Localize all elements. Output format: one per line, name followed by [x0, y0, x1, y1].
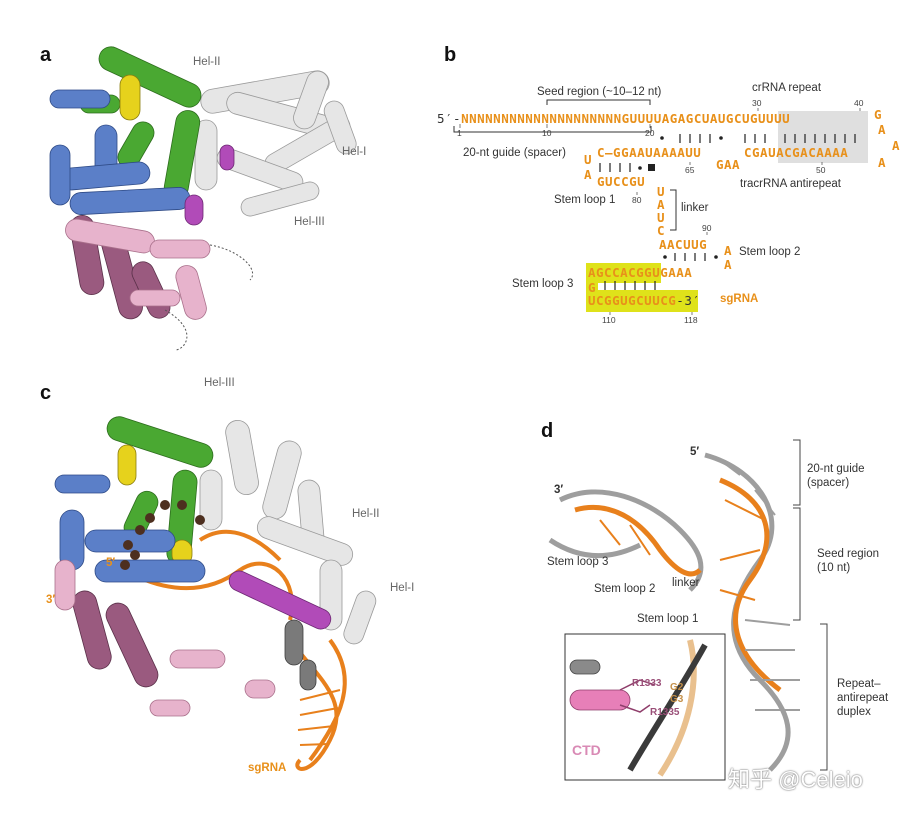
- label-tracrrna: tracrRNA antirepeat: [740, 178, 841, 190]
- num-40: 40: [854, 98, 864, 108]
- label-hel2-a: Hel-II: [193, 56, 221, 68]
- label-sgrna-b: sgRNA: [720, 293, 759, 305]
- seq-mid-a2: A: [584, 167, 593, 182]
- num-30: 30: [752, 98, 762, 108]
- num-10: 10: [542, 128, 552, 138]
- label-g2: G2: [670, 682, 684, 693]
- seq-top-rest: GUUUUAGAGCUA: [621, 111, 718, 126]
- label-ctd: CTD: [572, 742, 601, 758]
- label-seed2-d: (10 nt): [817, 562, 851, 574]
- label-r1335: R1335: [650, 707, 680, 718]
- label-g3: G3: [670, 694, 684, 705]
- seq-sl3-top: AGCCACGGUGAAA: [588, 265, 693, 280]
- panel-letter-c: c: [40, 382, 52, 404]
- seq-top: 5′-NNNNNNNNNNNNNNNNNNNNGUUUUAGAGCUAUGCUG…: [437, 111, 790, 126]
- seq-linker-c: C: [657, 223, 666, 238]
- label-hel3-c: Hel-III: [204, 377, 235, 389]
- seq-loop-a3: A: [878, 155, 887, 170]
- seq-sl3-suffix: -3′: [676, 293, 701, 308]
- label-seed-region: Seed region (~10–12 nt): [537, 86, 662, 98]
- label-stem-loop-2: Stem loop 2: [739, 246, 801, 258]
- seq-loop-a2: A: [892, 138, 901, 153]
- num-20: 20: [645, 128, 655, 138]
- label-five-d: 5′: [690, 446, 700, 458]
- seq-sl2-a1: A: [724, 243, 733, 258]
- seq-mid-b: CGAUACGACAAAA: [744, 145, 849, 160]
- seq-sl2-top: AACUUG: [659, 237, 708, 252]
- label-linker-d: linker: [672, 577, 700, 589]
- label-repeat-d: Repeat–: [837, 678, 881, 690]
- label-guide-d: 20-nt guide: [807, 463, 865, 475]
- num-90: 90: [702, 223, 712, 233]
- label-guide2-d: (spacer): [807, 477, 850, 489]
- num-118: 118: [684, 315, 698, 325]
- seq-mid-a: C–GGAAUAAAAUU: [597, 145, 702, 160]
- seq-top-box: UGCUGUUUU: [717, 111, 791, 126]
- seq-gucc: GUCCGU: [597, 174, 646, 189]
- label-hel3-a: Hel-III: [294, 216, 325, 228]
- label-stem-loop-2-d: Stem loop 2: [594, 583, 656, 595]
- seq-loop-g: G: [874, 107, 883, 122]
- label-crrna-repeat: crRNA repeat: [752, 82, 822, 94]
- seq-linker-u2: U: [657, 210, 666, 225]
- seq-sl3-bottom: UCGGUGCUUCG-3′: [588, 293, 700, 308]
- label-five-c: 5′: [106, 557, 116, 569]
- seq-gaa: GAA: [716, 157, 741, 172]
- label-stem-loop-1-d: Stem loop 1: [637, 613, 699, 625]
- seq-linker-a: A: [657, 197, 666, 212]
- seq-sl3-bottom-text: UCGGUGCUUCG: [588, 293, 677, 308]
- panel-letter-a: a: [40, 44, 52, 66]
- seq-top-n: NNNNNNNNNNNNNNNNNNNN: [461, 111, 622, 126]
- seq-top-prefix: 5′-: [437, 111, 462, 126]
- panel-letter-b: b: [444, 44, 457, 66]
- label-three-c: 3′: [46, 594, 56, 606]
- seq-sl3-g: G: [588, 280, 597, 295]
- num-50: 50: [816, 165, 826, 175]
- num-80: 80: [632, 195, 642, 205]
- label-r1333: R1333: [632, 678, 662, 689]
- seq-sl2-a2: A: [724, 257, 733, 272]
- label-stem-loop-3-d: Stem loop 3: [547, 556, 609, 568]
- label-repeat2-d: antirepeat: [837, 692, 889, 704]
- label-seed-d: Seed region: [817, 548, 880, 560]
- label-guide: 20-nt guide (spacer): [463, 147, 566, 159]
- label-hel1-c: Hel-I: [390, 582, 415, 594]
- label-stem-loop-1: Stem loop 1: [554, 194, 616, 206]
- label-hel2-c: Hel-II: [352, 508, 380, 520]
- num-1: 1: [457, 128, 462, 138]
- seq-mid-u: U: [584, 152, 593, 167]
- seq-loop-a1: A: [878, 122, 887, 137]
- num-110: 110: [602, 315, 616, 325]
- label-three-d: 3′: [554, 484, 564, 496]
- label-repeat3-d: duplex: [837, 706, 871, 718]
- label-sgrna-c: sgRNA: [248, 762, 287, 774]
- label-hel1-a: Hel-I: [342, 146, 367, 158]
- label-linker: linker: [681, 202, 709, 214]
- seq-linker-u1: U: [657, 184, 666, 199]
- label-stem-loop-3: Stem loop 3: [512, 278, 574, 290]
- watermark: 知乎 @Celeio: [728, 767, 863, 792]
- panel-letter-d: d: [541, 420, 554, 442]
- num-65: 65: [685, 165, 695, 175]
